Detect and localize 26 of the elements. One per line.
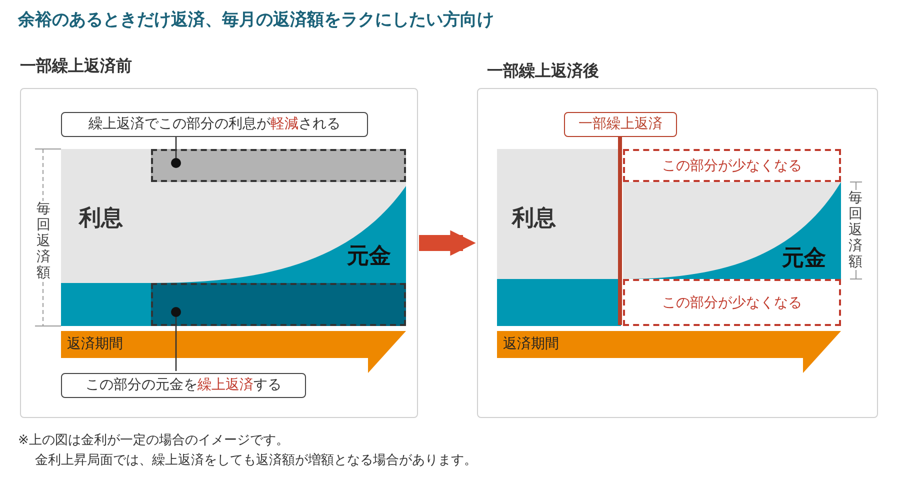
timeline-band: 返済期間 <box>61 331 406 373</box>
diagram-panel <box>20 88 418 418</box>
title: 余裕のあるときだけ返済、毎月の返済額をラクにしたい方向け <box>18 9 494 31</box>
prepayment-line <box>618 137 622 325</box>
panel-heading: 一部繰上返済前 <box>20 56 132 77</box>
leader-line <box>171 307 181 371</box>
callout-box: 繰上返済でこの部分の利息が軽減される <box>61 112 368 137</box>
interest-highlight-box <box>151 149 406 182</box>
area-label: 元金 <box>782 245 826 273</box>
reduced-area-box: この部分が少なくなる <box>623 279 841 326</box>
panel-heading: 一部繰上返済後 <box>487 61 599 82</box>
leader-line <box>171 137 181 168</box>
area-label: 元金 <box>347 243 391 271</box>
reduced-area-box: この部分が少なくなる <box>623 149 841 182</box>
footnote: 金利上昇局面では、繰上返済をしても返済額が増額となる場合があります。 <box>35 452 477 469</box>
area-label: 利息 <box>79 205 123 233</box>
diagram-panel <box>477 88 878 418</box>
principal-highlight-box <box>151 283 406 326</box>
arrow <box>419 230 476 256</box>
area-label: 利息 <box>512 205 556 233</box>
timeline-band: 返済期間 <box>497 331 841 373</box>
axis-label: 毎回返済額 <box>848 190 863 270</box>
callout-box: この部分の元金を繰上返済する <box>61 373 306 398</box>
axis-label: 毎回返済額 <box>36 201 51 281</box>
prepayment-callout: 一部繰上返済 <box>564 112 677 137</box>
footnote: ※上の図は金利が一定の場合のイメージです。 <box>18 432 289 449</box>
